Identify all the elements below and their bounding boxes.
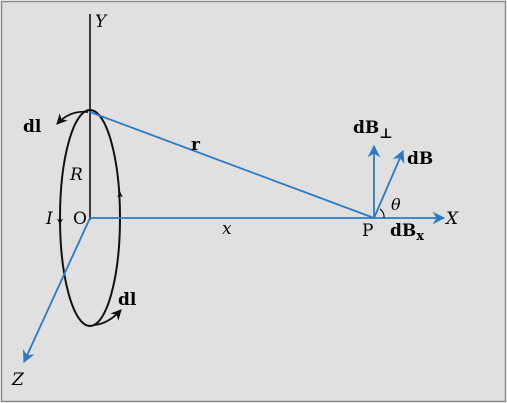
distance-label: x xyxy=(222,219,232,239)
current-label: I xyxy=(45,209,53,229)
dB-x-label: dBx xyxy=(390,221,424,244)
z-axis-label: Z xyxy=(11,370,25,390)
point-label: P xyxy=(362,221,373,241)
dl-top-label: dl xyxy=(23,117,42,137)
x-subscript: x xyxy=(416,229,424,244)
perp-subscript: ⊥ xyxy=(379,126,392,142)
angle-label: θ xyxy=(391,195,401,214)
dl-top-arrow xyxy=(56,110,89,125)
z-axis xyxy=(22,217,91,364)
dl-bottom-arrow xyxy=(93,309,122,326)
radius-label: R xyxy=(69,165,83,185)
dB-label: dB xyxy=(407,149,433,169)
x-axis-label: X xyxy=(444,209,459,229)
y-axis-label: Y xyxy=(95,12,108,32)
dB-vector xyxy=(373,149,405,219)
dB-perp-label: dB⊥ xyxy=(353,118,393,142)
origin-label: O xyxy=(73,209,87,229)
position-vector-r xyxy=(89,111,375,219)
dl-bottom-label: dl xyxy=(118,290,137,310)
angle-arc xyxy=(379,208,385,219)
position-vector-label: r xyxy=(191,135,201,155)
